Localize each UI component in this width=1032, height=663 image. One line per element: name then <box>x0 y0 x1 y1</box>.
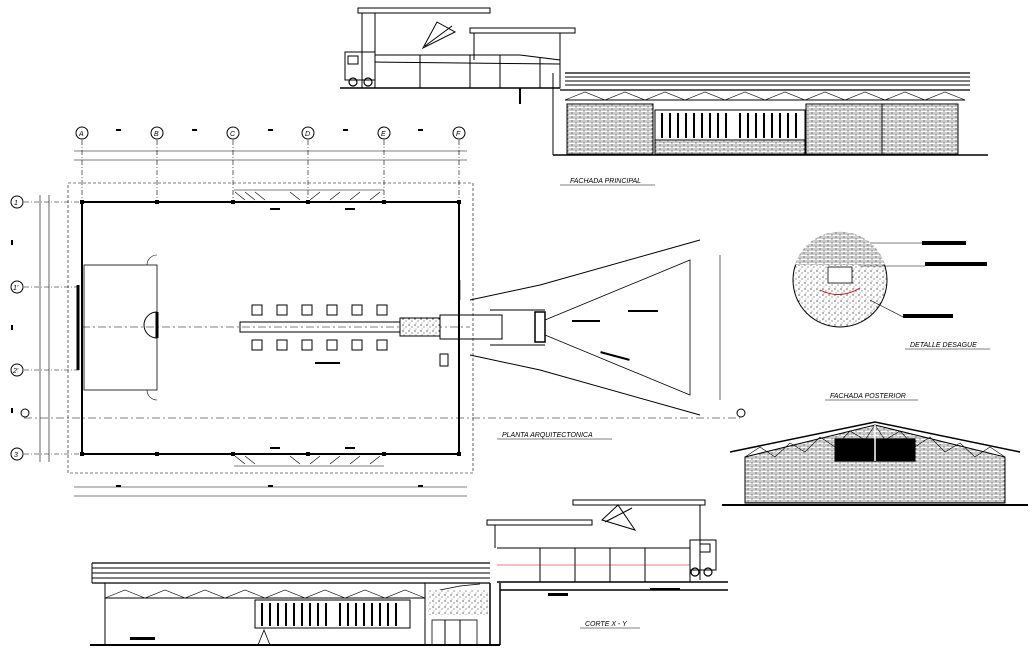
grid-row-markers <box>10 195 24 461</box>
axis-1p: 1' <box>13 285 19 292</box>
axis-d: D <box>305 131 310 138</box>
axis-b: B <box>154 131 159 138</box>
axis-c: C <box>230 131 236 138</box>
entrance-ramp <box>459 239 721 416</box>
axis-2p: 2' <box>12 368 19 375</box>
label-planta: PLANTA ARQUITECTONICA <box>502 432 593 439</box>
section-cut <box>90 499 728 646</box>
ramp-labels <box>572 310 658 361</box>
grid-column-markers <box>75 126 466 140</box>
axis-3: 3 <box>14 452 18 459</box>
axis-a: A <box>78 131 84 138</box>
label-fachada-posterior: FACHADA POSTERIOR <box>830 393 906 400</box>
front-elevation <box>340 7 988 156</box>
drain-leader-tags <box>903 241 987 318</box>
axis-f: F <box>456 131 461 138</box>
label-fachada-principal: FACHADA PRINCIPAL <box>570 178 641 185</box>
section-marker-icon <box>20 408 746 418</box>
label-detalle-desague: DETALLE DESAGUE <box>910 342 977 349</box>
axis-e: E <box>381 131 386 138</box>
label-corte: CORTE X - Y <box>585 621 628 628</box>
rear-elevation <box>722 421 1028 506</box>
drain-detail <box>792 231 925 328</box>
plan-marks <box>80 200 461 456</box>
dimension-ticks <box>11 129 423 487</box>
floor-plan <box>24 182 740 474</box>
axis-1: 1 <box>14 200 18 207</box>
section-tags <box>130 588 680 640</box>
